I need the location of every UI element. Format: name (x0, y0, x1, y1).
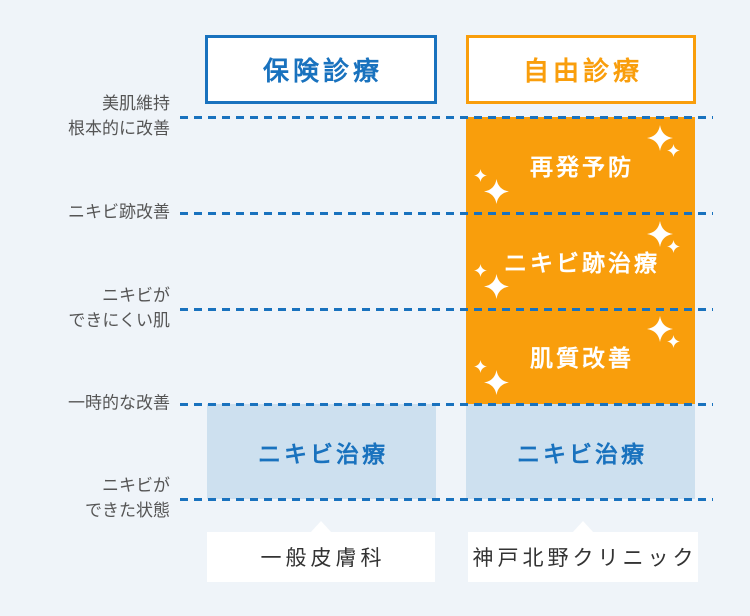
axis-label-line: ニキビが (102, 286, 170, 306)
general-dermatology-label: 一般皮膚科 (207, 521, 435, 582)
free-treatment-header: 自由診療 (466, 35, 696, 104)
section-acne-scar-treatment: ニキビ跡治療 (466, 212, 695, 309)
callout-notch (310, 521, 332, 533)
section-label: ニキビ跡治療 (504, 250, 660, 277)
footer-label: 一般皮膚科 (260, 546, 386, 570)
axis-label-temporary-improvement: 一時的な改善 (68, 392, 170, 417)
axis-label-beautiful-skin: 美肌維持 根本的に改善 (68, 92, 170, 142)
footer-label: 神戸北野クリニック (472, 546, 698, 570)
axis-label-line: ニキビ跡改善 (68, 202, 170, 223)
section-label: 肌質改善 (530, 346, 634, 373)
axis-label-line: 一時的な改善 (68, 393, 170, 414)
free-acne-treatment-box: ニキビ治療 (466, 404, 695, 499)
sparkle-icon (474, 360, 510, 396)
axis-label-line: できた状態 (85, 501, 170, 521)
axis-label-line: 美肌維持 (102, 94, 170, 114)
sparkle-icon (647, 125, 683, 163)
insurance-header: 保険診療 (205, 35, 437, 104)
axis-label-line: ニキビが (102, 476, 170, 496)
acne-treatment-label: ニキビ治療 (517, 441, 647, 468)
section-relapse-prevention: 再発予防 (466, 117, 695, 213)
axis-label-acne-resistant-skin: ニキビが できにくい肌 (68, 284, 170, 334)
level-divider-line-5 (180, 498, 713, 501)
level-divider-line-4 (180, 403, 713, 406)
sparkle-icon (647, 316, 683, 354)
section-label: 再発予防 (530, 154, 634, 181)
axis-label-acne-state: ニキビが できた状態 (85, 474, 170, 524)
axis-label-line: できにくい肌 (68, 311, 170, 331)
insurance-acne-treatment-box: ニキビ治療 (207, 404, 436, 499)
axis-label-scar-improvement: ニキビ跡改善 (68, 201, 170, 226)
callout-notch (572, 521, 594, 533)
acne-treatment-label: ニキビ治療 (258, 441, 388, 468)
section-skin-quality-improvement: 肌質改善 (466, 308, 695, 405)
kobe-kitano-clinic-label: 神戸北野クリニック (468, 521, 698, 582)
level-divider-line-3 (180, 308, 713, 311)
axis-label-line: 根本的に改善 (68, 119, 170, 139)
level-divider-line-2 (180, 212, 713, 215)
free-treatment-header-label: 自由診療 (522, 57, 643, 87)
level-divider-line-1 (180, 116, 713, 119)
free-treatment-column: 再発予防 ニキビ跡治療 肌質改善 (466, 117, 695, 405)
insurance-header-label: 保険診療 (262, 57, 383, 87)
sparkle-icon (474, 168, 510, 205)
